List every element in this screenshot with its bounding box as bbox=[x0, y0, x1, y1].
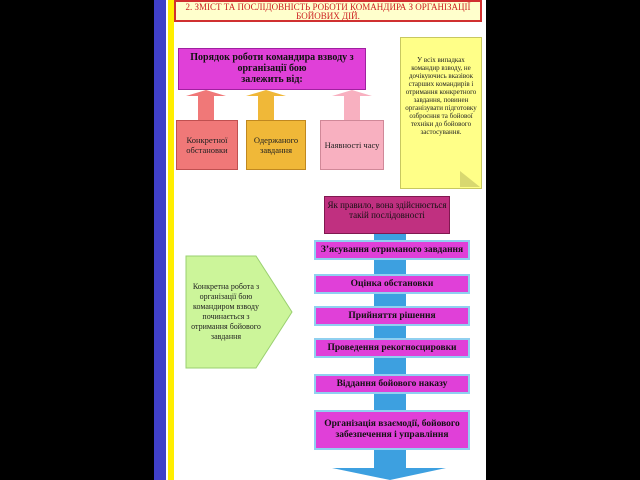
left-blue-strip bbox=[154, 0, 166, 480]
factor-arrows bbox=[186, 90, 372, 120]
factor-arrow-1 bbox=[186, 90, 226, 120]
yellow-accent-bar bbox=[168, 0, 174, 480]
factor-arrow-3 bbox=[332, 90, 372, 120]
step-4: Проведення рекогносцировки bbox=[314, 338, 470, 358]
left-note-pentagon bbox=[185, 255, 293, 369]
factor-box-2: Одержаного завдання bbox=[246, 120, 306, 170]
top-block-line-1: Порядок роботи командира взводу з bbox=[190, 52, 354, 63]
step-2: Оцінка обстановки bbox=[314, 274, 470, 294]
factor-arrow-2 bbox=[246, 90, 286, 120]
note-fold-corner bbox=[460, 171, 480, 187]
sequence-header: Як правило, вона здійснюється такій посл… bbox=[324, 196, 450, 234]
top-block-line-2: організації бою bbox=[237, 63, 307, 74]
left-note-shape bbox=[185, 255, 293, 369]
factor-box-1: Конкретної обстановки bbox=[176, 120, 238, 170]
step-1: З’ясування отриманого завдання bbox=[314, 240, 470, 260]
step-3: Прийняття рішення bbox=[314, 306, 470, 326]
factor-box-3: Наявності часу bbox=[320, 120, 384, 170]
step-6: Організація взаємодії, бойового забезпеч… bbox=[314, 410, 470, 450]
top-block: Порядок роботи командира взводу з органі… bbox=[178, 48, 366, 90]
step-5: Віддання бойового наказу bbox=[314, 374, 470, 394]
top-block-line-3: залежить від: bbox=[241, 74, 303, 85]
side-note: У всіх випадках командир взводу, не дочі… bbox=[400, 37, 482, 189]
slide: 2. ЗМІСТ ТА ПОСЛІДОВНІСТЬ РОБОТИ КОМАНДИ… bbox=[154, 0, 486, 480]
slide-title: 2. ЗМІСТ ТА ПОСЛІДОВНІСТЬ РОБОТИ КОМАНДИ… bbox=[174, 0, 482, 22]
left-note-text: Конкретна робота з організації бою коман… bbox=[191, 282, 261, 341]
